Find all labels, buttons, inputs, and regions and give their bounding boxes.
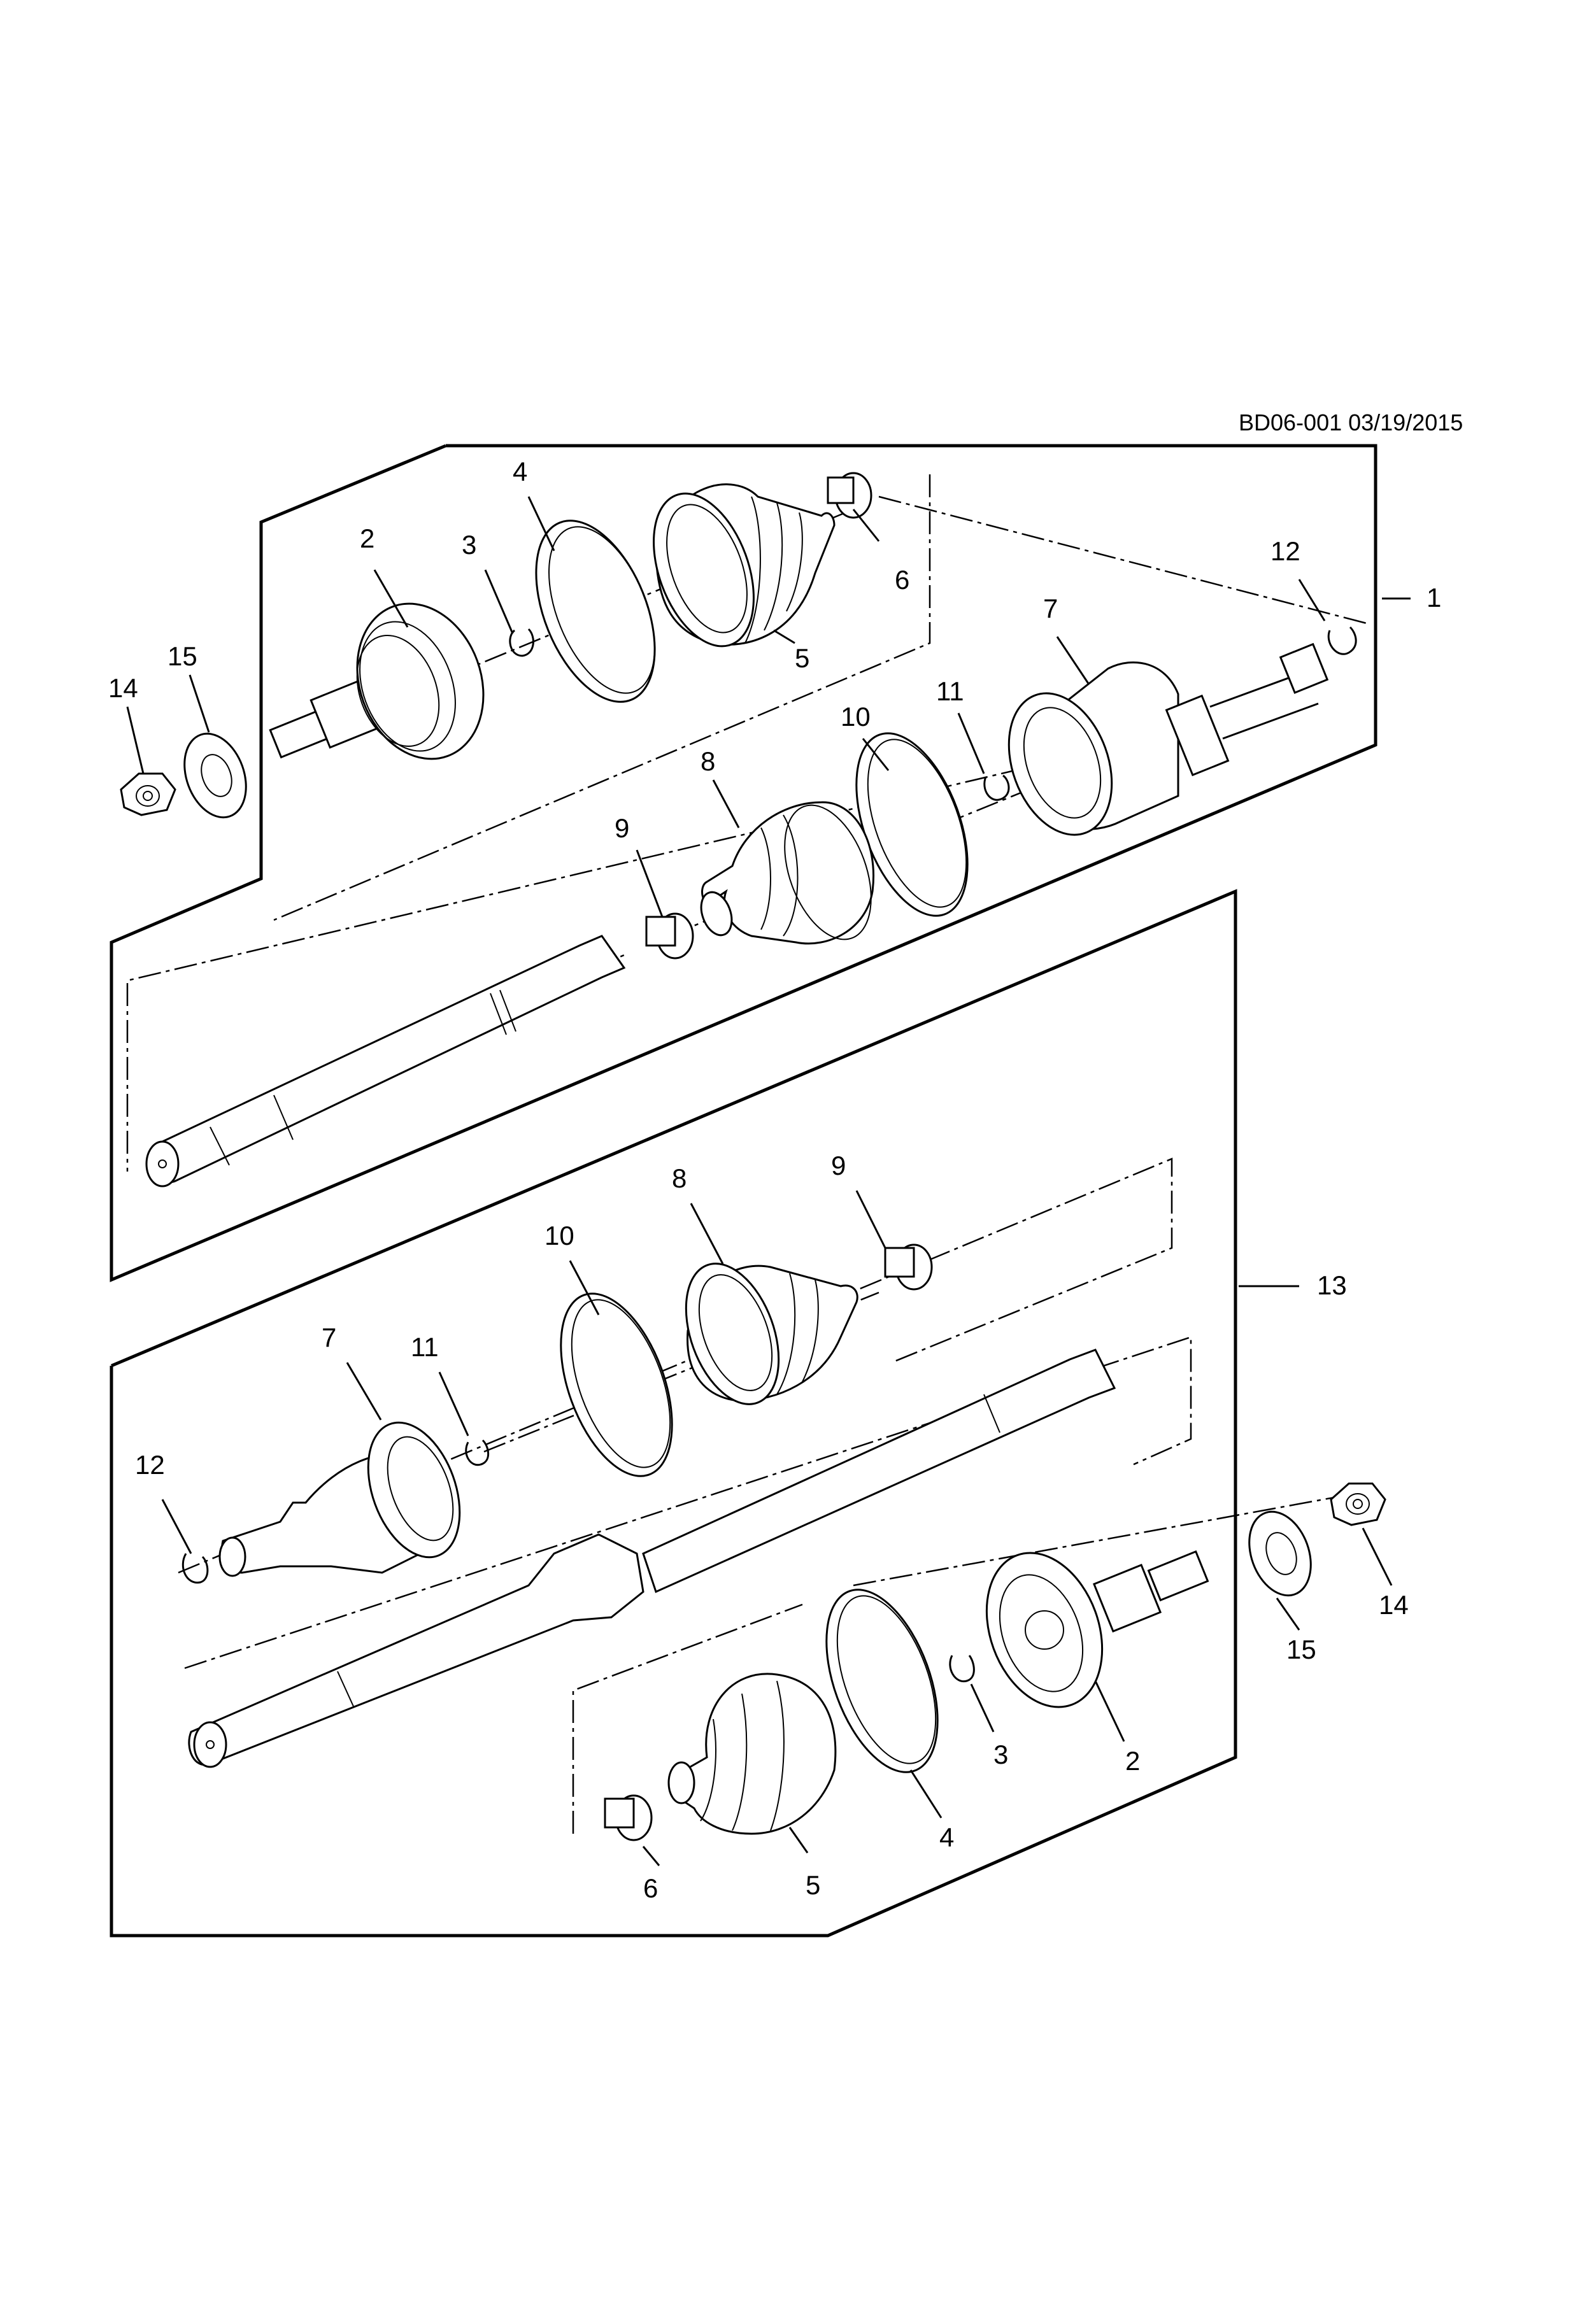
upper-small-clamp (827, 472, 872, 519)
lower-tripod-housing (218, 1421, 461, 1577)
upper-callout-12: 12 (1270, 536, 1300, 566)
upper-callout-11: 11 (936, 676, 964, 706)
upper-callout-1: 1 (1427, 583, 1441, 613)
upper-callout-2: 2 (360, 523, 374, 553)
lower-callout-15: 15 (1286, 1634, 1316, 1664)
lower-assembly-frame (110, 889, 1237, 1938)
lower-callout-13: 13 (1317, 1270, 1347, 1300)
upper-nut (120, 772, 176, 816)
upper-callout-4: 4 (513, 457, 527, 486)
upper-callout-7: 7 (1043, 593, 1058, 623)
upper-callout-6: 6 (895, 565, 909, 595)
upper-callout-8: 8 (701, 746, 715, 776)
lower-small-clamp-9 (884, 1243, 933, 1291)
document-code: BD06-001 03/19/2015 (1239, 409, 1463, 436)
lower-callout-5: 5 (806, 1870, 820, 1900)
upper-clamp (535, 520, 656, 703)
upper-leaders (126, 496, 1411, 918)
lower-clamp-4 (825, 1589, 939, 1773)
lower-callout-8: 8 (672, 1163, 687, 1193)
lower-clamp-10 (560, 1293, 673, 1477)
upper-inner-boot (700, 801, 874, 945)
upper-callout-3: 3 (462, 530, 476, 560)
lower-callout-10: 10 (544, 1221, 574, 1251)
lower-snap-ring-12 (181, 1553, 209, 1584)
upper-callout-9: 9 (615, 813, 629, 843)
upper-assembly-frame (110, 444, 1377, 1282)
lower-callout-7: 7 (322, 1322, 336, 1352)
lower-inner-boot (685, 1263, 858, 1405)
lower-boot (667, 1673, 837, 1835)
upper-callout-10: 10 (841, 702, 871, 732)
lower-nut (1330, 1482, 1386, 1526)
lower-callout-14: 14 (1379, 1590, 1409, 1620)
upper-tripod-housing (1007, 642, 1329, 836)
lower-callout-11: 11 (411, 1332, 439, 1362)
lower-callout-2: 2 (1125, 1746, 1140, 1776)
lower-snap-ring-11 (465, 1439, 490, 1466)
upper-snap-ring-11 (983, 774, 1010, 801)
upper-snap-ring-12 (1327, 626, 1357, 655)
upper-clamp-10 (855, 732, 969, 917)
lower-leaders (161, 1190, 1393, 1866)
upper-snap-ring (509, 628, 534, 657)
lower-outer-cv-joint (985, 1550, 1209, 1708)
upper-half-shaft (145, 935, 626, 1187)
lower-small-clamp-6 (604, 1794, 653, 1841)
lower-snap-ring-3 (949, 1655, 975, 1683)
upper-boot (653, 483, 836, 648)
lower-washer (1248, 1510, 1312, 1597)
upper-callout-5: 5 (795, 643, 809, 673)
upper-callout-14: 14 (108, 673, 138, 703)
upper-callout-15: 15 (167, 641, 197, 671)
upper-small-clamp-9 (645, 912, 694, 960)
lower-callout-4: 4 (939, 1822, 954, 1852)
lower-callout-6: 6 (643, 1873, 658, 1903)
lower-callout-12: 12 (135, 1450, 165, 1480)
lower-callout-3: 3 (993, 1739, 1008, 1769)
upper-washer (183, 732, 247, 819)
upper-outer-cv-joint (269, 602, 485, 760)
lower-half-shaft (188, 1349, 1116, 1768)
lower-callout-9: 9 (831, 1151, 846, 1180)
